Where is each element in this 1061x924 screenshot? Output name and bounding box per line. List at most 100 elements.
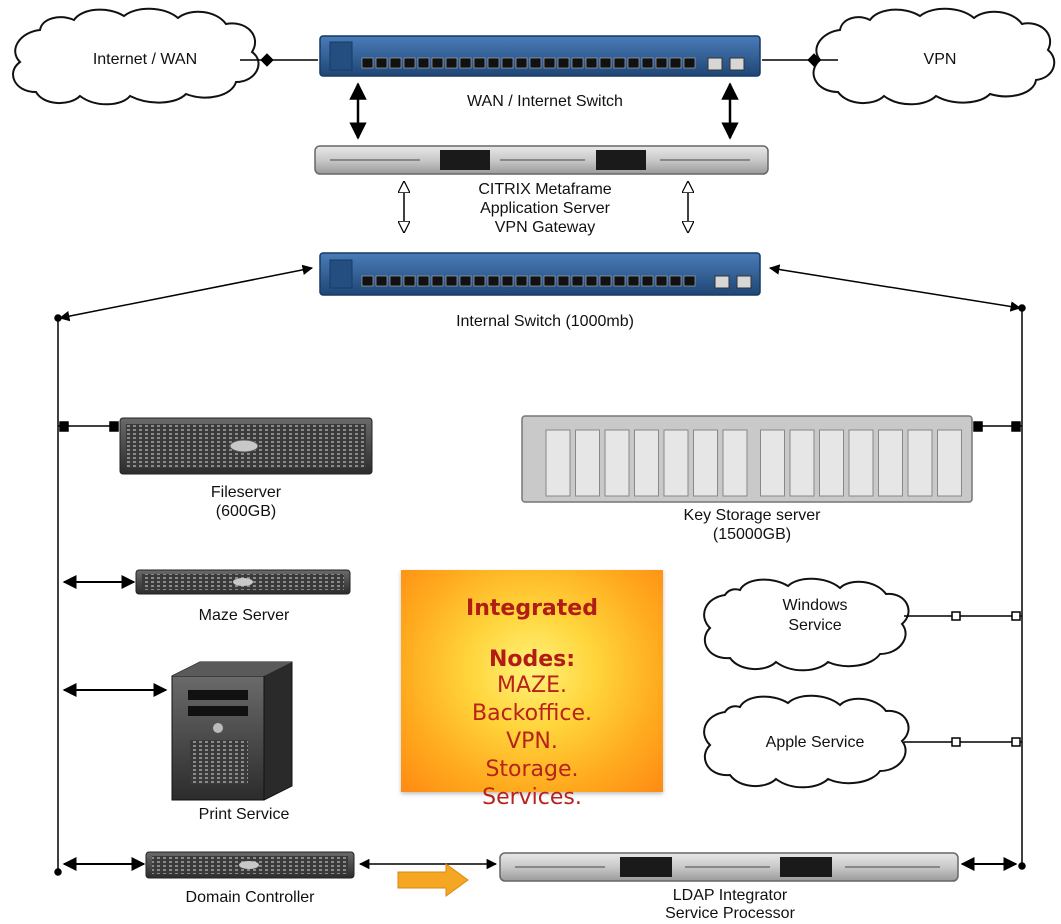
citrix-server-device (314, 145, 769, 175)
storage-drive-bay (693, 429, 718, 497)
integrated-nodes-panel: Integrated Nodes: MAZE. Backoffice. VPN.… (401, 570, 663, 810)
switch-port (445, 275, 458, 287)
switch-port (417, 275, 430, 287)
internal-switch-device (319, 252, 761, 296)
key-storage-label-line1: Key Storage server (683, 507, 821, 524)
integrated-nodes-title-line1: Integrated (466, 596, 598, 621)
storage-drive-bay (937, 429, 962, 497)
switch-port (487, 275, 500, 287)
storage-drive-bay (878, 429, 903, 497)
switch-port (473, 57, 486, 69)
switch-port (571, 275, 584, 287)
windows-service-label-line2: Service (788, 617, 842, 634)
switch-port (585, 275, 598, 287)
switch-port (417, 57, 430, 69)
internet-wan-label: Internet / WAN (92, 51, 198, 68)
switch-port (669, 57, 682, 69)
ldap-server-device (499, 852, 959, 882)
key-storage-server-device (521, 415, 973, 503)
switch-port (529, 57, 542, 69)
switch-port (557, 57, 570, 69)
apple-service-label: Apple Service (765, 734, 865, 751)
switch-port (655, 57, 668, 69)
switch-port (613, 275, 626, 287)
fileserver-label-line1: Fileserver (210, 484, 282, 501)
switch-port (529, 275, 542, 287)
storage-drive-bay (819, 429, 844, 497)
switch-port (669, 275, 682, 287)
switch-port (375, 57, 388, 69)
citrix-label-line1: CITRIX Metaframe (478, 181, 612, 198)
switch-port (403, 275, 416, 287)
switch-port (361, 275, 374, 287)
switch-port (389, 57, 402, 69)
integrated-nodes-item: VPN. (506, 729, 558, 754)
switch-port (459, 57, 472, 69)
connection-lines (54, 53, 1026, 876)
storage-drive-bay (663, 429, 689, 497)
switch-port (459, 275, 472, 287)
integrated-nodes-item: MAZE. (497, 673, 567, 698)
storage-drive-bay (575, 429, 600, 497)
switch-port (431, 275, 444, 287)
key-storage-label-line2: (15000GB) (712, 526, 792, 543)
switch-port (599, 275, 612, 287)
internet-wan-cloud (12, 7, 260, 106)
storage-drive-bay (789, 429, 815, 497)
switch-port (543, 275, 556, 287)
apple-service-cloud (703, 694, 910, 789)
print-service-label: Print Service (198, 806, 290, 823)
switch-port (431, 57, 444, 69)
switch-port (641, 57, 654, 69)
switch-port (627, 57, 640, 69)
orange-flow-arrow (397, 863, 469, 897)
integrated-nodes-item: Backoffice. (472, 701, 592, 726)
switch-port (683, 275, 696, 287)
wan-switch-label: WAN / Internet Switch (467, 93, 623, 110)
switch-port (655, 275, 668, 287)
switch-port (599, 57, 612, 69)
switch-port (585, 57, 598, 69)
storage-drive-bay (907, 429, 933, 497)
vpn-label: VPN (923, 51, 957, 68)
switch-port (375, 275, 388, 287)
switch-port (627, 275, 640, 287)
storage-drive-bay (634, 429, 659, 497)
switch-port (501, 57, 514, 69)
switch-port (389, 275, 402, 287)
integrated-nodes-item: Services. (482, 785, 582, 810)
wan-switch-device (319, 35, 761, 77)
domain-controller-label: Domain Controller (185, 889, 315, 906)
internal-switch-label: Internal Switch (1000mb) (456, 313, 634, 330)
switch-port (683, 57, 696, 69)
switch-port (445, 57, 458, 69)
switch-port (403, 57, 416, 69)
switch-port (361, 57, 374, 69)
storage-drive-bay (604, 429, 630, 497)
storage-drive-bay (760, 429, 785, 497)
switch-port (487, 57, 500, 69)
citrix-label-line2: Application Server (480, 200, 610, 217)
windows-service-cloud (703, 577, 910, 672)
switch-port (501, 275, 514, 287)
maze-server-label: Maze Server (198, 607, 290, 624)
domain-controller-device (145, 851, 355, 879)
print-service-tower-device (171, 661, 293, 801)
storage-drive-bay (722, 429, 748, 497)
ldap-label-line1: LDAP Integrator (672, 887, 788, 904)
switch-port (613, 57, 626, 69)
ldap-label-line2: Service Processor (665, 905, 795, 922)
switch-port (641, 275, 654, 287)
switch-port (571, 57, 584, 69)
switch-port (515, 275, 528, 287)
fileserver-label-line2: (600GB) (215, 503, 277, 520)
switch-port (473, 275, 486, 287)
storage-drive-bay (848, 429, 874, 497)
windows-service-label-line1: Windows (782, 597, 848, 614)
citrix-label-line3: VPN Gateway (494, 219, 596, 236)
vpn-cloud (812, 7, 1056, 106)
maze-server-device (135, 569, 351, 595)
switch-port (557, 275, 570, 287)
integrated-nodes-title-line2: Nodes: (488, 647, 576, 672)
